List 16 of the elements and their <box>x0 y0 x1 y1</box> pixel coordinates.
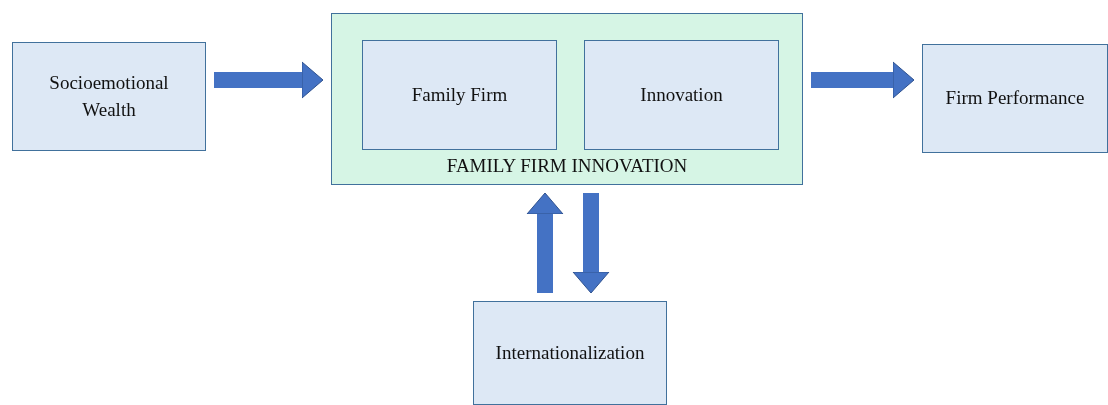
block-arrow <box>526 192 564 293</box>
box-label: Family Firm <box>410 82 509 107</box>
concept-box <box>362 40 557 150</box>
box-label: Socioemotional Wealth <box>48 70 170 122</box>
box-label: Firm Performance <box>944 86 1086 111</box>
group-box <box>331 13 803 185</box>
block-arrow <box>811 61 915 99</box>
concept-box <box>473 301 667 405</box>
concept-box <box>12 42 206 151</box>
block-arrow <box>214 61 324 99</box>
concept-box <box>584 40 779 150</box>
box-label: Internationalization <box>494 340 646 365</box>
box-label: Innovation <box>639 82 724 107</box>
group-title: FAMILY FIRM INNOVATION <box>445 154 689 179</box>
concept-box <box>922 44 1108 153</box>
block-arrow <box>572 193 610 294</box>
